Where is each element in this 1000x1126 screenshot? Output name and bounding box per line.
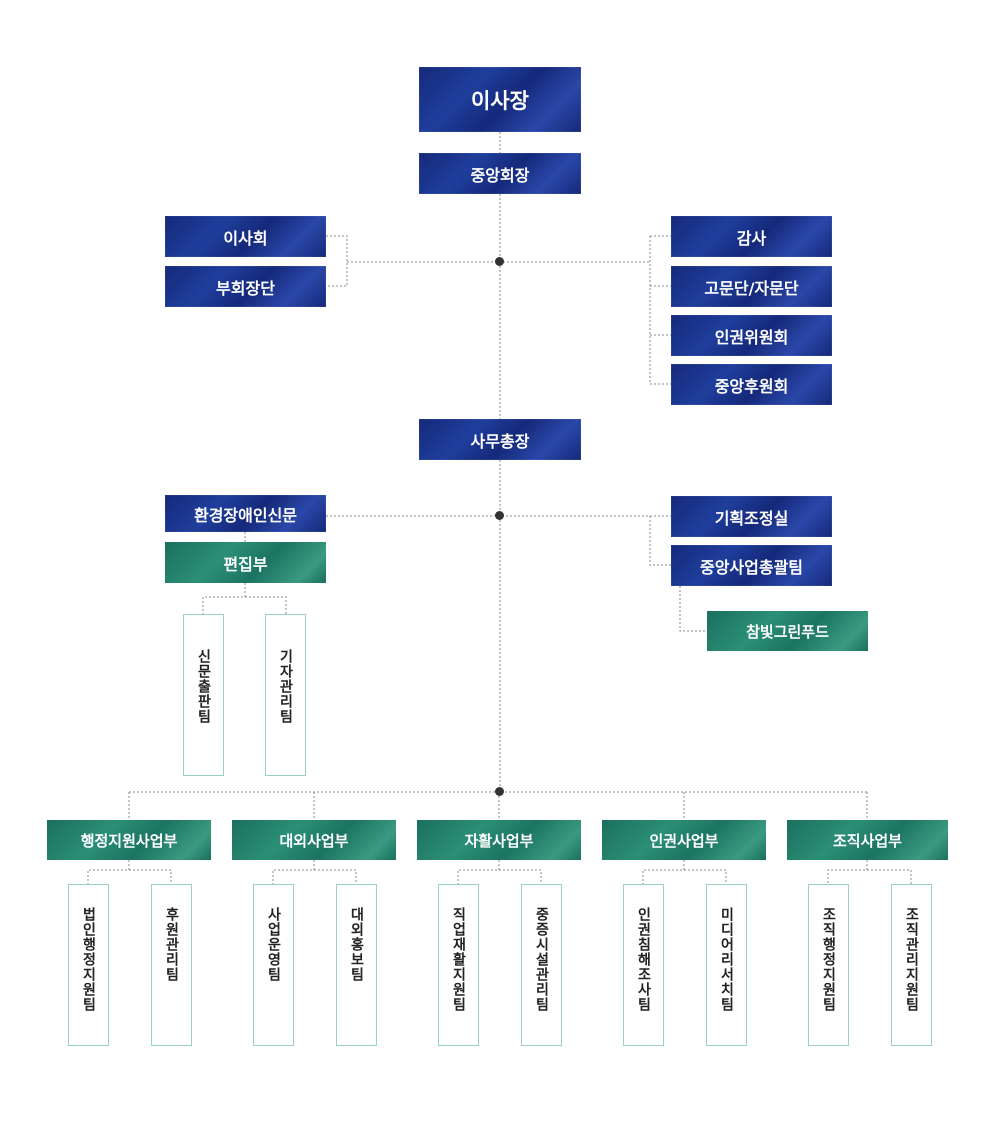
- audit-box: 감사: [671, 216, 832, 257]
- advisory-label: 고문단/자문단: [704, 278, 799, 298]
- department-label: 조직사업부: [832, 831, 902, 850]
- junction-dot: [495, 257, 504, 266]
- team-label: 중증시설관리팀: [533, 907, 550, 1012]
- central-business-team-box: 중앙사업총괄팀: [671, 545, 832, 586]
- central-president-label: 중앙회장: [470, 165, 530, 185]
- vice-presidents-box: 부회장단: [165, 266, 326, 307]
- audit-label: 감사: [736, 228, 767, 248]
- food-company-box: 참빛그린푸드: [707, 611, 868, 651]
- department-label: 행정지원사업부: [80, 831, 178, 850]
- secretary-general-box: 사무총장: [419, 419, 581, 460]
- editorial-dept-box: 편집부: [165, 542, 326, 583]
- newspaper-label: 환경장애인신문: [193, 505, 298, 525]
- board-label: 이사회: [223, 228, 268, 248]
- department-box: 인권사업부: [602, 820, 766, 860]
- human-rights-committee-box: 인권위원회: [671, 315, 832, 356]
- department-box: 대외사업부: [232, 820, 396, 860]
- department-box: 자활사업부: [417, 820, 581, 860]
- team-box: 직업재활지원팀: [438, 884, 479, 1046]
- team-box: 기자관리팀: [265, 614, 306, 776]
- food-company-label: 참빛그린푸드: [746, 622, 829, 641]
- team-box: 사업운영팀: [253, 884, 294, 1046]
- junction-dot: [495, 511, 504, 520]
- central-president-box: 중앙회장: [419, 153, 581, 194]
- team-label: 법인행정지원팀: [80, 907, 97, 1012]
- team-label: 신문출판팀: [195, 649, 212, 724]
- team-box: 조직관리지원팀: [891, 884, 932, 1046]
- planning-office-box: 기획조정실: [671, 496, 832, 537]
- team-label: 대외홍보팀: [348, 907, 365, 982]
- team-box: 중증시설관리팀: [521, 884, 562, 1046]
- team-label: 직업재활지원팀: [450, 907, 467, 1012]
- department-box: 조직사업부: [787, 820, 948, 860]
- department-label: 자활사업부: [464, 831, 534, 850]
- team-label: 사업운영팀: [265, 907, 282, 982]
- team-box: 법인행정지원팀: [68, 884, 109, 1046]
- team-label: 인권침해조사팀: [635, 907, 652, 1012]
- editorial-dept-label: 편집부: [223, 554, 268, 574]
- team-label: 미디어리서치팀: [718, 907, 735, 1012]
- chairman-box: 이사장: [419, 67, 581, 132]
- central-sponsors-label: 중앙후원회: [714, 376, 789, 396]
- team-box: 대외홍보팀: [336, 884, 377, 1046]
- human-rights-committee-label: 인권위원회: [714, 327, 789, 347]
- team-box: 인권침해조사팀: [623, 884, 664, 1046]
- department-label: 인권사업부: [649, 831, 719, 850]
- team-label: 조직관리지원팀: [903, 907, 920, 1012]
- department-label: 대외사업부: [279, 831, 349, 850]
- planning-office-label: 기획조정실: [714, 508, 789, 528]
- team-box: 신문출판팀: [183, 614, 224, 776]
- team-box: 미디어리서치팀: [706, 884, 747, 1046]
- vice-presidents-label: 부회장단: [216, 278, 275, 298]
- junction-dot: [495, 787, 504, 796]
- team-box: 후원관리팀: [151, 884, 192, 1046]
- board-box: 이사회: [165, 216, 326, 257]
- department-box: 행정지원사업부: [47, 820, 211, 860]
- chairman-label: 이사장: [471, 88, 529, 113]
- secretary-general-label: 사무총장: [470, 431, 530, 451]
- advisory-box: 고문단/자문단: [671, 266, 832, 307]
- newspaper-box: 환경장애인신문: [165, 495, 326, 532]
- team-box: 조직행정지원팀: [808, 884, 849, 1046]
- central-business-team-label: 중앙사업총괄팀: [699, 557, 804, 577]
- central-sponsors-box: 중앙후원회: [671, 364, 832, 405]
- team-label: 후원관리팀: [163, 907, 180, 982]
- team-label: 기자관리팀: [277, 649, 294, 724]
- team-label: 조직행정지원팀: [820, 907, 837, 1012]
